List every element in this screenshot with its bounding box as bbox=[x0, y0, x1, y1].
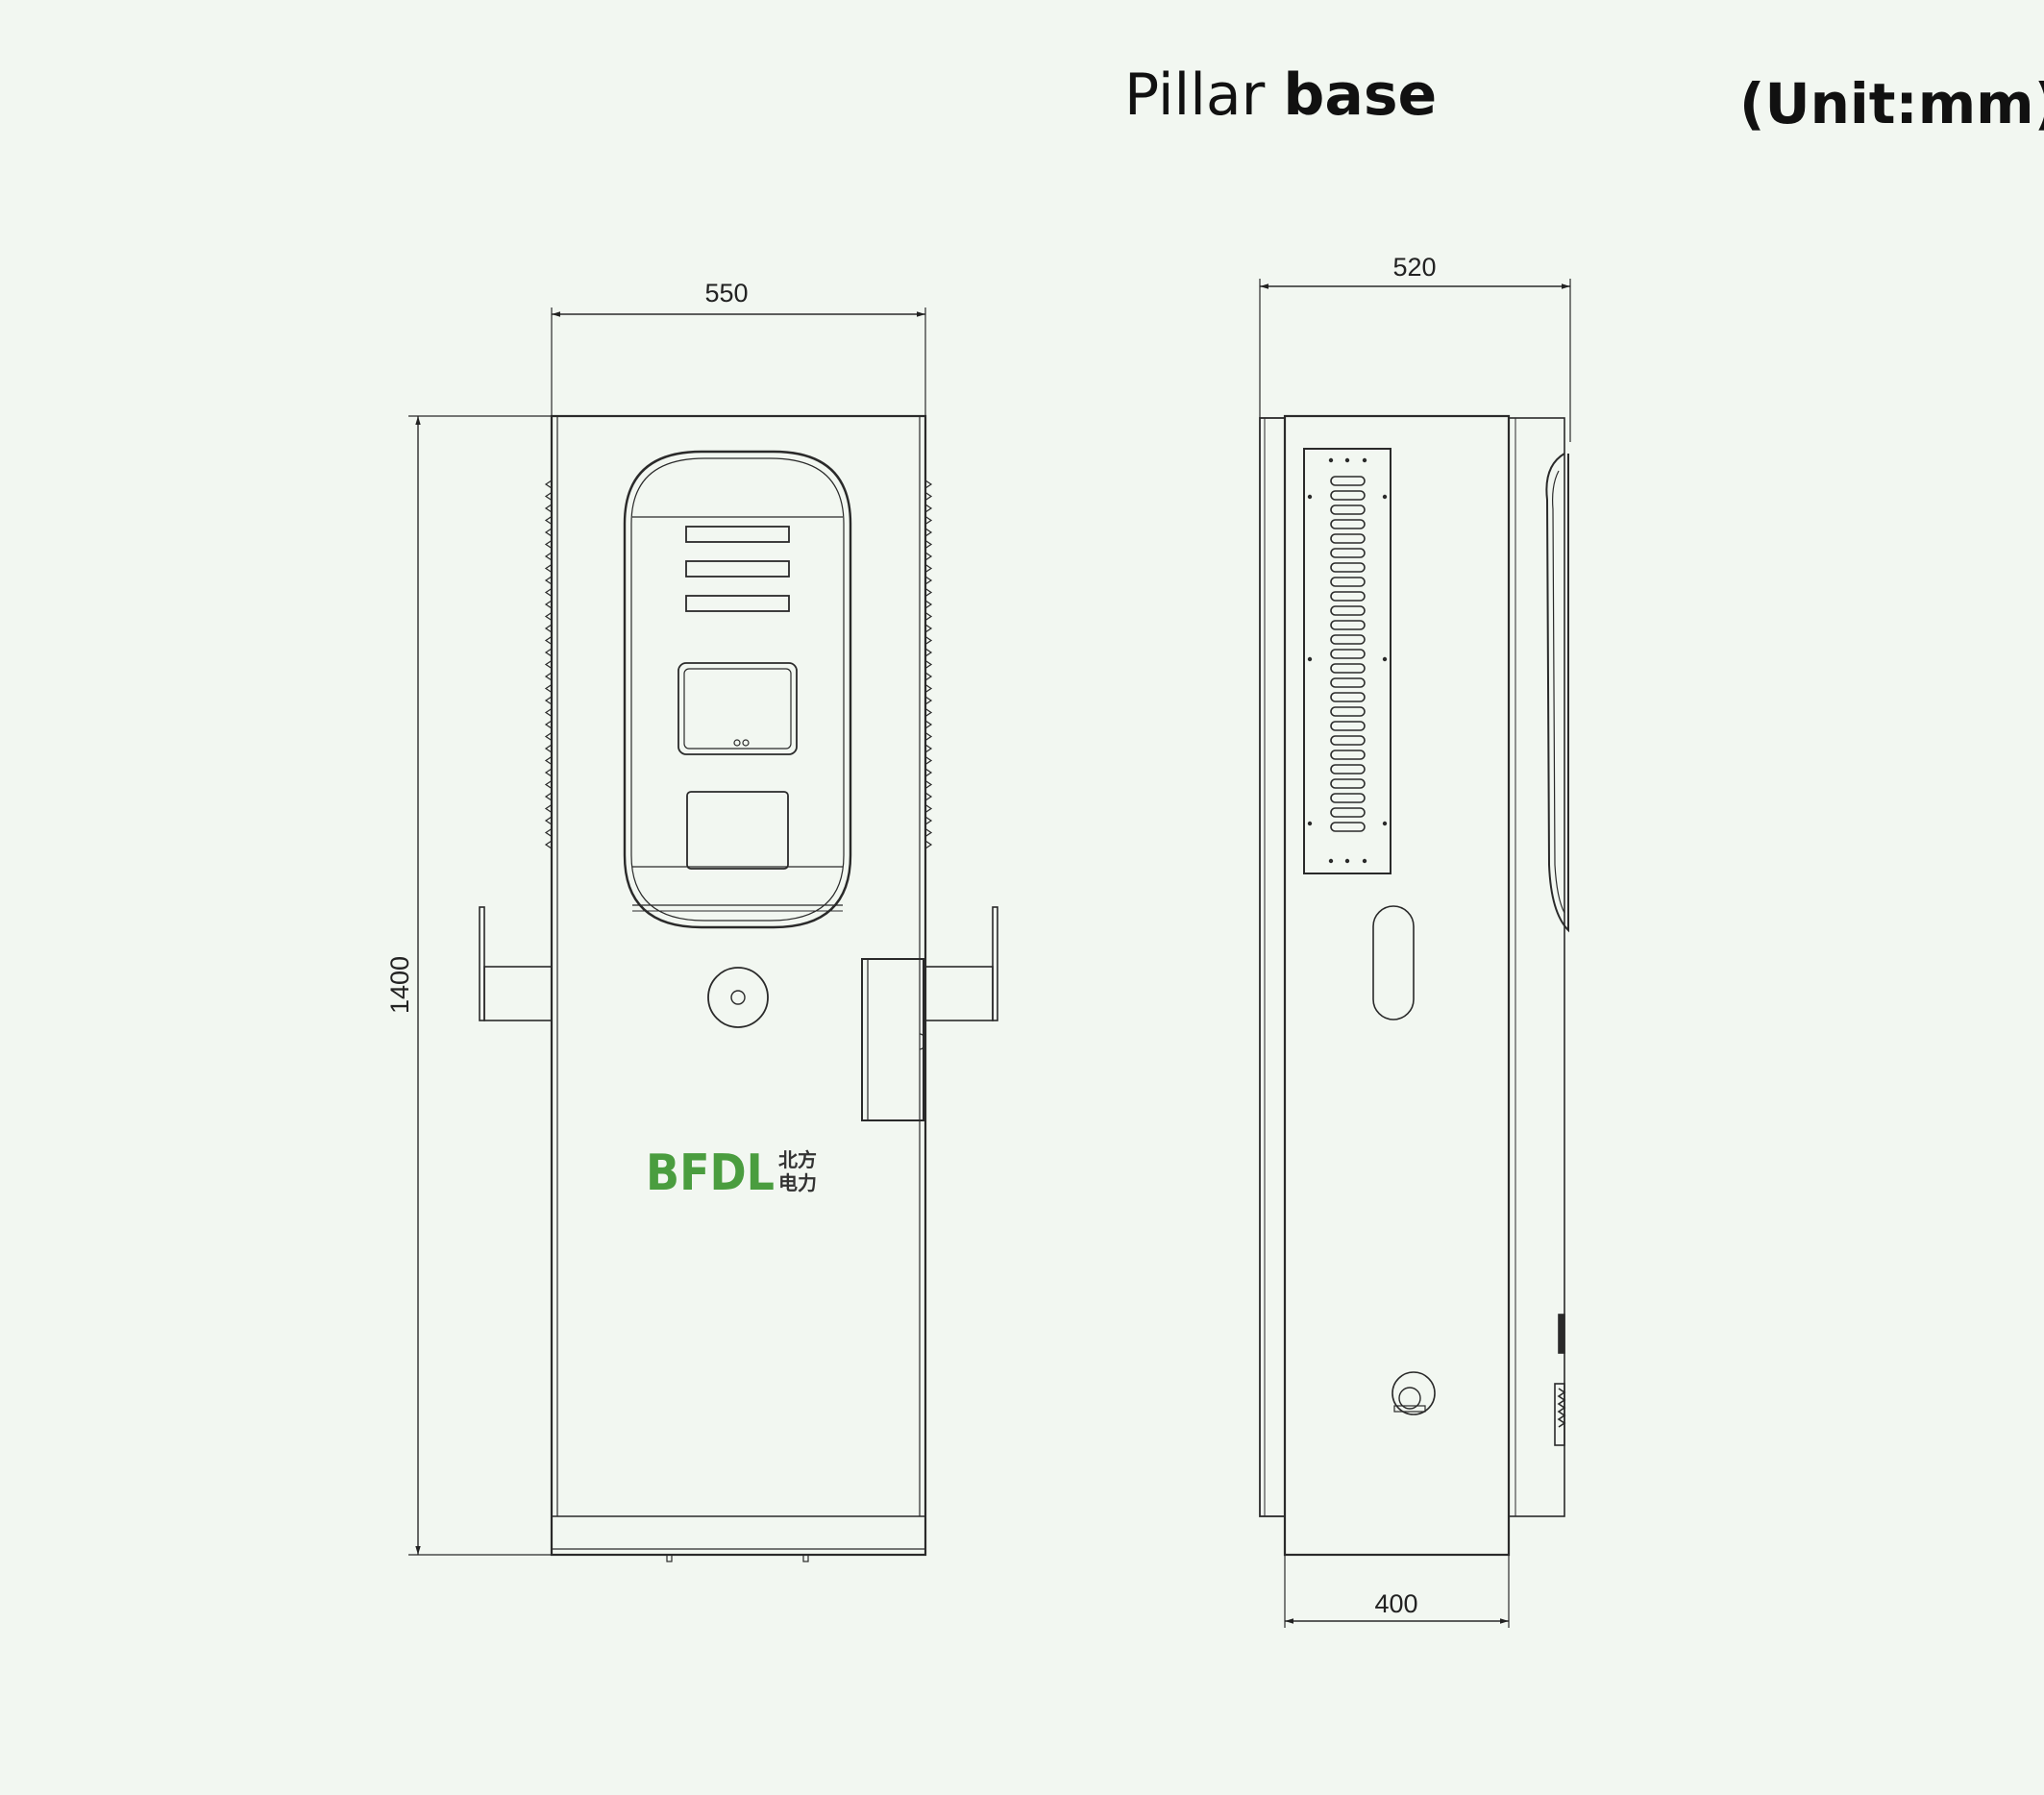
screen-frame bbox=[677, 662, 798, 755]
front-height-label: 1400 bbox=[385, 956, 414, 1014]
side-lock bbox=[1391, 1371, 1436, 1415]
indicator-slot-1 bbox=[685, 526, 790, 543]
title-part2: base bbox=[1283, 61, 1438, 129]
logo-cn-line1: 北方 bbox=[778, 1148, 817, 1171]
side-front-door bbox=[1508, 417, 1565, 1517]
diagram-title: Pillar base bbox=[1124, 61, 1437, 129]
unit-label: (Unit:mm) bbox=[1739, 71, 2044, 136]
left-mounting-bracket bbox=[479, 906, 553, 1021]
front-cabinet-body bbox=[550, 414, 927, 1557]
front-height-dimension: 1400 bbox=[385, 415, 552, 1556]
side-top-width-label: 520 bbox=[1392, 253, 1436, 282]
side-connector-hardware bbox=[1554, 1314, 1566, 1446]
indicator-slot-3 bbox=[685, 595, 790, 612]
front-side-vents bbox=[544, 479, 933, 849]
logo-cn-line2: 电力 bbox=[778, 1171, 817, 1194]
side-bottom-dimension: 400 bbox=[1284, 1516, 1510, 1628]
side-handle-slot bbox=[1372, 905, 1415, 1020]
bfdl-logo: BFDL 北方 电力 bbox=[646, 1144, 817, 1202]
emergency-stop-button bbox=[707, 967, 769, 1028]
front-width-dimension: 550 bbox=[551, 279, 926, 416]
side-bottom-width-label: 400 bbox=[1374, 1589, 1417, 1618]
side-cabinet-body bbox=[1283, 414, 1511, 1557]
card-reader bbox=[686, 791, 789, 870]
side-rear-flange bbox=[1259, 417, 1286, 1517]
front-width-label: 550 bbox=[704, 279, 748, 307]
side-top-dimension: 520 bbox=[1259, 253, 1571, 442]
indicator-slot-2 bbox=[685, 560, 790, 578]
side-display-bulge bbox=[1545, 453, 1569, 933]
connector-holster bbox=[861, 958, 926, 1121]
title-part1: Pillar bbox=[1124, 61, 1284, 129]
display-panel bbox=[623, 450, 852, 929]
right-mounting-bracket bbox=[924, 906, 998, 1021]
side-vent-panel bbox=[1303, 448, 1391, 874]
front-view: 550 1400 bbox=[385, 279, 998, 1562]
logo-latin-text: BFDL bbox=[646, 1144, 775, 1202]
side-view: 520 400 bbox=[1259, 253, 1571, 1628]
